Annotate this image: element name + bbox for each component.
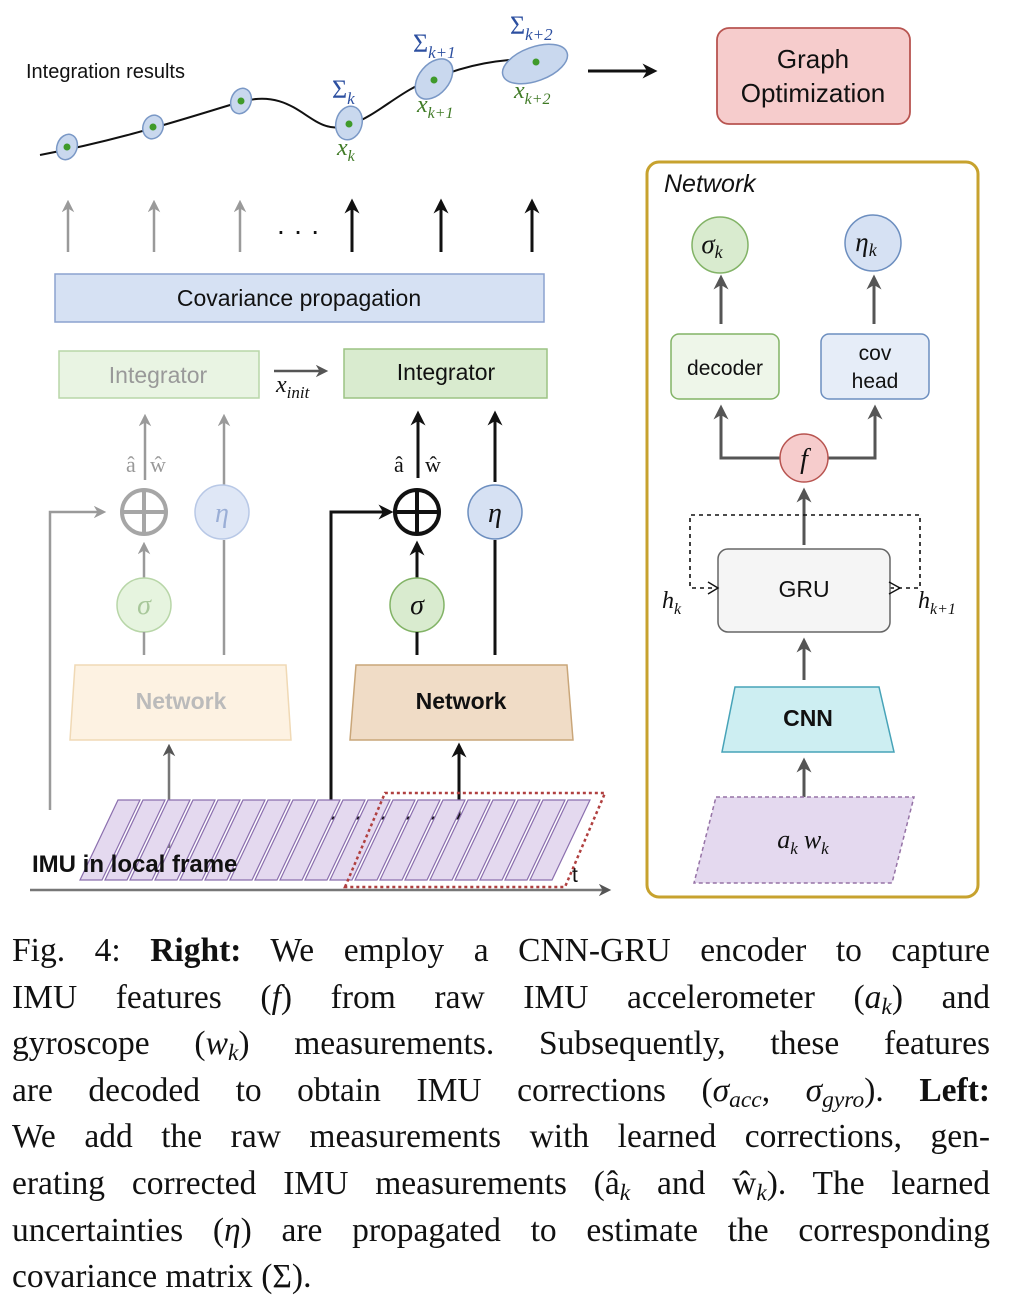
- svg-text:â: â: [394, 452, 404, 477]
- covariance-ellipses: [55, 43, 569, 161]
- hidden-state-loop: [689, 514, 921, 589]
- svg-text:η: η: [488, 498, 502, 529]
- f-node: f: [779, 433, 829, 483]
- x-k-label: xk: [336, 135, 356, 165]
- faded-column: â ŵ η σ Network: [48, 413, 292, 848]
- sigma-k-node: σk: [691, 216, 749, 274]
- propagation-arrows-faded: [61, 199, 247, 252]
- caption-line: uncertainties (η) are propagated to esti…: [12, 1211, 990, 1249]
- x-k2-label: xk+2: [513, 78, 551, 108]
- decoder-box: decoder: [670, 333, 780, 400]
- sigma-k1-label: Σk+1: [413, 29, 456, 62]
- diagram: Integration results Σk Σk+1 Σk+2 xk xk+1…: [26, 11, 980, 899]
- integrator-curr-box: Integrator: [343, 348, 548, 399]
- sigma-k-label: Σk: [332, 75, 355, 108]
- svg-text:Integrator: Integrator: [109, 362, 208, 388]
- caption-line: gyroscope (wk) measurements. Subsequentl…: [12, 1025, 990, 1067]
- imu-stream: [79, 799, 591, 881]
- svg-text:f: f: [800, 444, 811, 475]
- h-k-label: hk: [662, 588, 682, 618]
- caption-line: are decoded to obtain IMU corrections (σ…: [12, 1071, 991, 1113]
- time-label: t: [572, 864, 578, 887]
- svg-text:σk: σk: [701, 229, 723, 262]
- caption-line: Fig. 4: Right: We employ a CNN-GRU encod…: [12, 932, 991, 969]
- propagation-arrows: [344, 198, 540, 252]
- svg-text:ηk: ηk: [855, 227, 877, 260]
- svg-text:head: head: [852, 370, 899, 393]
- network-panel: [645, 160, 980, 899]
- caption-line: We add the raw measurements with learned…: [12, 1118, 990, 1156]
- imu-window-highlight: [343, 791, 607, 889]
- svg-text:η: η: [215, 498, 229, 529]
- cnn-box: CNN: [721, 686, 895, 753]
- ellipsis-dots: · · ·: [276, 215, 320, 246]
- eta-k-node: ηk: [844, 214, 902, 272]
- svg-text:σ: σ: [410, 590, 425, 621]
- gru-box: GRU: [717, 548, 891, 633]
- svg-text:Covariance propagation: Covariance propagation: [177, 285, 421, 311]
- svg-text:σ: σ: [137, 590, 152, 621]
- cov-head-box: cov head: [820, 333, 930, 400]
- figure-caption: Fig. 4: Right: We employ a CNN-GRU encod…: [12, 928, 990, 1301]
- x-k1-label: xk+1: [416, 92, 454, 122]
- svg-text:Graph: Graph: [777, 44, 849, 74]
- caption-line: IMU features (f) from raw IMU accelerome…: [12, 978, 990, 1020]
- state-points: [63, 58, 540, 151]
- covariance-propagation-box: Covariance propagation: [54, 273, 545, 323]
- svg-text:ŵ: ŵ: [425, 452, 441, 477]
- x-init-label: xinit: [275, 372, 311, 402]
- current-column: â ŵ η σ Network: [329, 410, 574, 820]
- network-panel-title: Network: [664, 170, 757, 198]
- svg-text:cov: cov: [859, 342, 892, 365]
- integrator-prev-box: Integrator: [58, 350, 260, 399]
- imu-label: IMU in local frame: [32, 851, 237, 878]
- svg-text:Integrator: Integrator: [397, 359, 496, 385]
- graph-optimization-box: Graph Optimization: [716, 27, 911, 125]
- svg-text:GRU: GRU: [778, 576, 829, 602]
- svg-text:ŵ: ŵ: [150, 452, 166, 477]
- caption-line: covariance matrix (Σ).: [12, 1258, 312, 1296]
- caption-line: erating corrected IMU measurements (âk a…: [12, 1164, 990, 1206]
- svg-text:CNN: CNN: [783, 705, 833, 731]
- h-k1-label: hk+1: [918, 588, 956, 618]
- svg-text:â: â: [126, 452, 136, 477]
- trajectory-title: Integration results: [26, 61, 185, 83]
- svg-text:Optimization: Optimization: [741, 78, 886, 108]
- svg-text:Network: Network: [136, 688, 227, 714]
- sigma-k2-label: Σk+2: [510, 11, 553, 44]
- svg-text:Network: Network: [416, 688, 507, 714]
- svg-text:decoder: decoder: [687, 357, 763, 380]
